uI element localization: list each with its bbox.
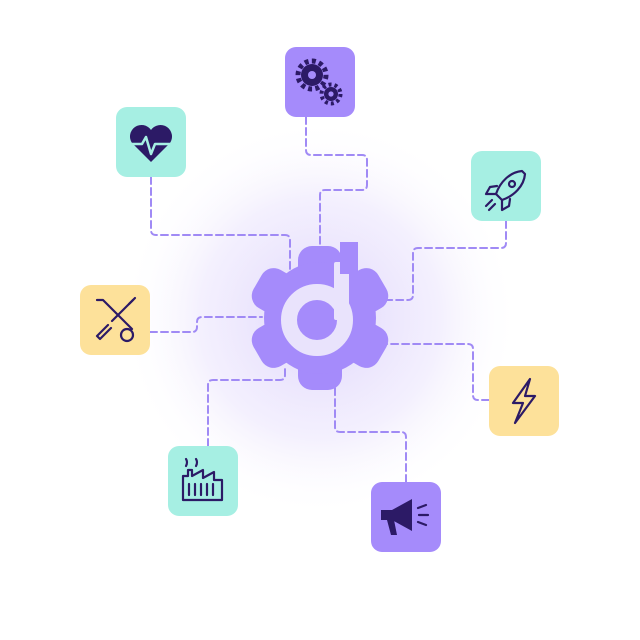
connector-heart xyxy=(150,176,291,271)
connector-tools xyxy=(149,316,263,333)
lightning-bolt-icon xyxy=(511,377,537,425)
connector-factory xyxy=(207,367,286,447)
megaphone-icon xyxy=(381,499,430,535)
rocket-icon xyxy=(484,169,527,212)
tools-icon xyxy=(95,296,137,343)
node-heart[interactable] xyxy=(116,107,186,177)
node-bolt[interactable] xyxy=(489,366,559,436)
node-gears[interactable] xyxy=(285,47,355,117)
connector-gears xyxy=(305,116,368,249)
node-factory[interactable] xyxy=(168,446,238,516)
connector-rocket xyxy=(384,220,507,301)
node-rocket[interactable] xyxy=(471,151,541,221)
connectors xyxy=(149,116,507,483)
gears-icon xyxy=(295,58,343,106)
hub-gear-d-logo-icon xyxy=(251,242,389,390)
node-tools[interactable] xyxy=(80,285,150,355)
node-megaphone[interactable] xyxy=(371,482,441,552)
factory-icon xyxy=(181,457,224,502)
connector-megaphone xyxy=(334,384,407,483)
heartbeat-icon xyxy=(128,124,174,162)
connector-bolt xyxy=(384,343,490,401)
